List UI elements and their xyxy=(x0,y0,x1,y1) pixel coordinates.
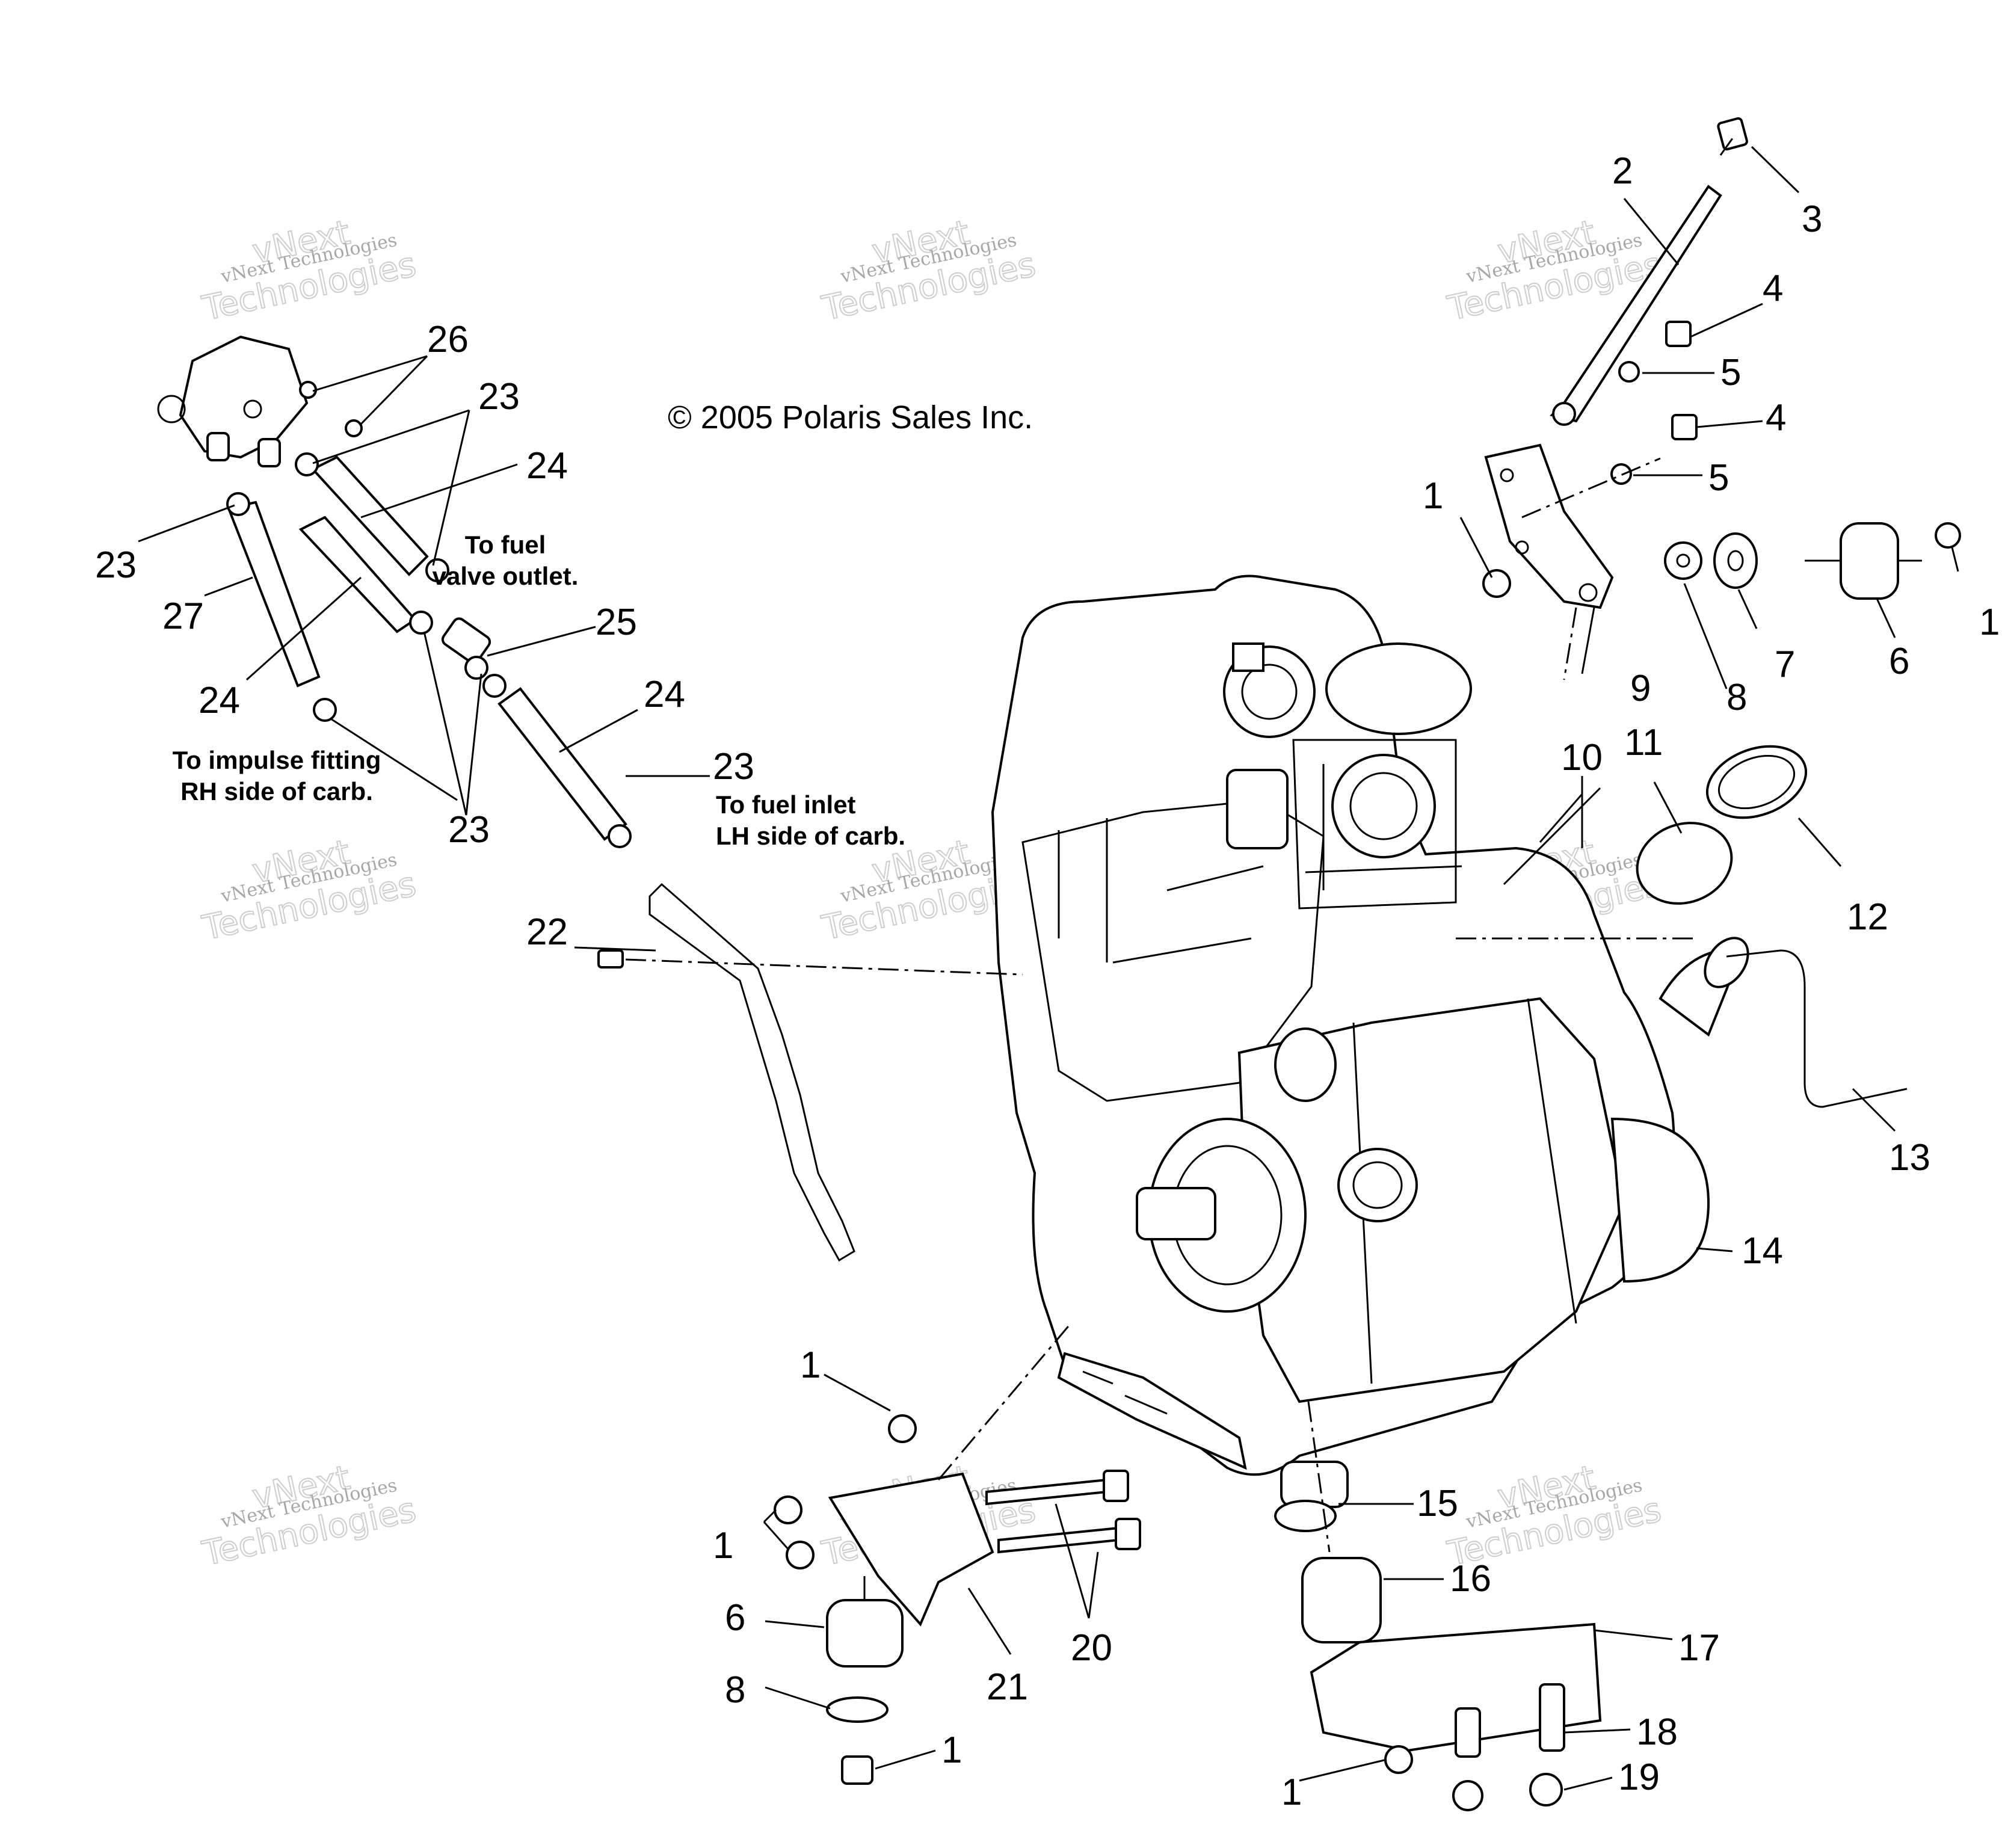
callout-16: 16 xyxy=(1450,1558,1491,1600)
fuel-pump-group xyxy=(157,335,632,848)
callout-1: 1 xyxy=(713,1525,733,1566)
callout-1: 1 xyxy=(1423,475,1443,517)
callout-20: 20 xyxy=(1071,1627,1112,1669)
note-fuel-valve-line2: valve outlet. xyxy=(433,562,579,590)
leader-lines xyxy=(138,146,1959,1791)
vent-line-group xyxy=(597,882,855,1262)
callout-17: 17 xyxy=(1678,1627,1720,1669)
callout-22: 22 xyxy=(526,911,568,953)
callout-12: 12 xyxy=(1847,896,1888,938)
callout-9: 9 xyxy=(1630,668,1651,709)
callout-4: 4 xyxy=(1763,268,1783,309)
callout-10: 10 xyxy=(1561,737,1603,778)
assembly-lines xyxy=(625,138,1734,1553)
callout-7: 7 xyxy=(1775,644,1795,685)
lower-right-mount-group xyxy=(1274,1461,1602,1811)
callout-1: 1 xyxy=(800,1344,821,1386)
callout-5: 5 xyxy=(1708,457,1729,499)
callout-2: 2 xyxy=(1612,150,1633,192)
callout-1: 1 xyxy=(1979,602,2000,643)
lower-left-mount-group xyxy=(774,1414,1141,1785)
callout-14: 14 xyxy=(1742,1230,1783,1272)
callout-4: 4 xyxy=(1766,397,1786,439)
callout-1: 1 xyxy=(941,1729,962,1771)
callout-11: 11 xyxy=(1624,722,1663,763)
callout-13: 13 xyxy=(1889,1137,1930,1178)
callout-8: 8 xyxy=(1726,677,1747,718)
callout-24: 24 xyxy=(644,674,685,715)
callout-8: 8 xyxy=(725,1669,745,1711)
note-fuel-valve-line1: To fuel xyxy=(465,531,546,559)
note-fuel-inlet-line1: To fuel inlet xyxy=(716,790,856,819)
callouts: 26 23 24 23 27 24 25 24 23 23 22 2 3 4 5… xyxy=(95,150,2000,1813)
callout-6: 6 xyxy=(725,1597,745,1639)
clamp-boot-group xyxy=(1503,745,1908,1108)
note-fuel-inlet-line2: LH side of carb. xyxy=(716,822,905,850)
note-impulse-line2: RH side of carb. xyxy=(180,777,373,805)
callout-6: 6 xyxy=(1889,641,1909,682)
callout-18: 18 xyxy=(1636,1711,1678,1753)
callout-24: 24 xyxy=(199,680,240,721)
callout-3: 3 xyxy=(1802,199,1822,240)
callout-24: 24 xyxy=(526,445,568,487)
callout-26: 26 xyxy=(427,319,469,360)
callout-1: 1 xyxy=(1281,1772,1302,1813)
callout-19: 19 xyxy=(1618,1757,1660,1798)
callout-23: 23 xyxy=(478,376,520,417)
callout-21: 21 xyxy=(987,1666,1028,1708)
callout-23: 23 xyxy=(713,746,754,787)
notes: To fuel valve outlet. To impulse fitting… xyxy=(173,531,905,850)
engine-assembly xyxy=(991,574,1749,1476)
upper-mount-group xyxy=(1482,117,1961,609)
copyright-notice: © 2005 Polaris Sales Inc. xyxy=(668,399,1033,436)
callout-5: 5 xyxy=(1720,352,1741,393)
callout-15: 15 xyxy=(1417,1483,1458,1524)
callout-23: 23 xyxy=(95,544,137,586)
callout-27: 27 xyxy=(162,596,204,637)
note-impulse-line1: To impulse fitting xyxy=(173,746,381,774)
callout-25: 25 xyxy=(596,602,637,643)
callout-23: 23 xyxy=(448,809,490,851)
